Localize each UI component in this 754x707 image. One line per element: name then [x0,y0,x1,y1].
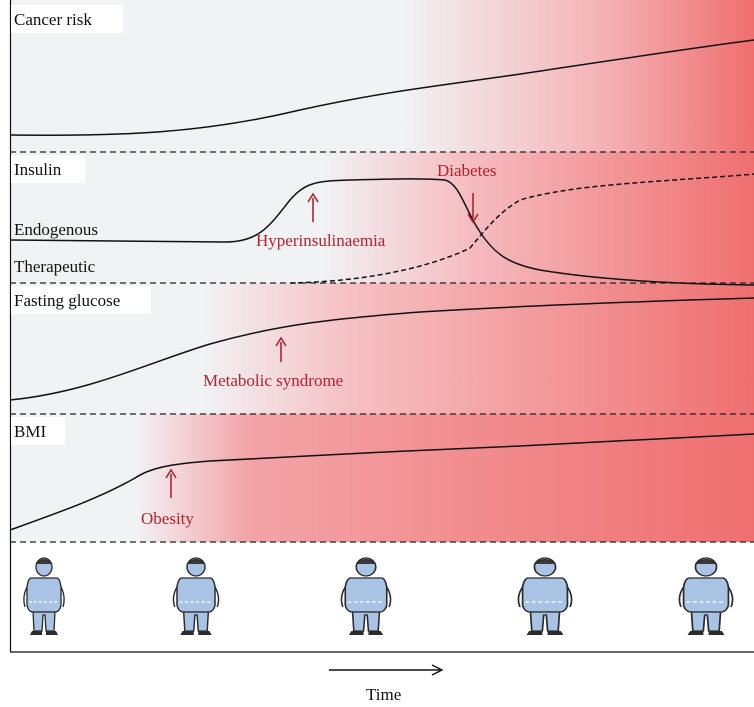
bmi-curve [9,433,754,531]
insulin-label: Insulin [14,160,62,179]
fasting-glucose-curve [9,297,754,401]
therapeutic-label: Therapeutic [14,257,96,276]
hyperinsulinaemia-label: Hyperinsulinaemia [256,231,386,250]
insulin-band-background [10,152,754,283]
label-background [11,417,65,445]
bmi-band-background [10,414,754,542]
time-label: Time [366,685,401,704]
diabetes-arrow [467,193,479,224]
endogenous-label: Endogenous [14,220,98,239]
label-background [11,5,123,33]
therapeutic-insulin-curve [289,173,754,284]
cancer-risk-curve [9,39,754,136]
cancer-band-background [10,0,754,152]
obesity-label: Obesity [141,509,194,528]
diabetes-label: Diabetes [437,161,496,180]
obesity-arrow [165,468,177,498]
metabolic-syndrome-arrow [275,336,287,362]
label-background [11,155,85,183]
cancer-risk-label: Cancer risk [14,10,92,29]
time-arrowhead [431,664,444,676]
hyperinsulinaemia-arrow [307,192,319,222]
metabolic-syndrome-label: Metabolic syndrome [203,371,343,390]
bmi-label: BMI [14,422,46,441]
fasting-glucose-label: Fasting glucose [14,291,120,310]
label-background [11,286,151,314]
endogenous-insulin-curve [9,178,754,286]
